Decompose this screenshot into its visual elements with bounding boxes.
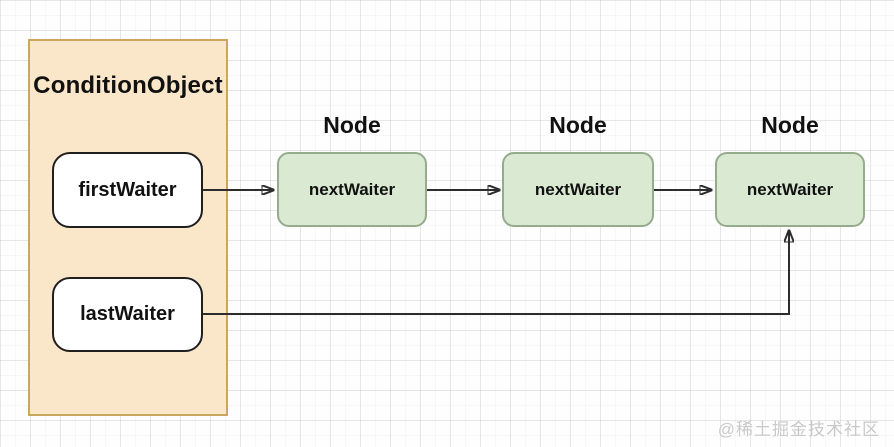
- last-waiter-field: lastWaiter: [52, 277, 203, 352]
- node-2-title: Node: [549, 112, 607, 138]
- node-2-box: nextWaiter: [502, 152, 654, 227]
- node-group-2: Node nextWaiter: [502, 110, 654, 227]
- node-1-title: Node: [323, 112, 381, 138]
- node-3-field-label: nextWaiter: [746, 179, 834, 199]
- condition-object-title: ConditionObject: [33, 72, 223, 99]
- first-waiter-field: firstWaiter: [52, 152, 203, 228]
- watermark-text: @稀土掘金技术社区: [717, 420, 880, 439]
- node-group-3: Node nextWaiter: [715, 110, 865, 227]
- arrow-lastwaiter-to-node3: [203, 231, 789, 315]
- last-waiter-label: lastWaiter: [80, 303, 175, 325]
- node-1-field-label: nextWaiter: [308, 179, 396, 199]
- node-3-box: nextWaiter: [715, 152, 865, 227]
- node-2-field-label: nextWaiter: [534, 179, 622, 199]
- node-3-title: Node: [761, 112, 819, 138]
- node-1-box: nextWaiter: [277, 152, 427, 227]
- node-group-1: Node nextWaiter: [277, 110, 427, 227]
- first-waiter-label: firstWaiter: [78, 178, 177, 201]
- condition-object-box: ConditionObject firstWaiter lastWaiter: [28, 39, 228, 416]
